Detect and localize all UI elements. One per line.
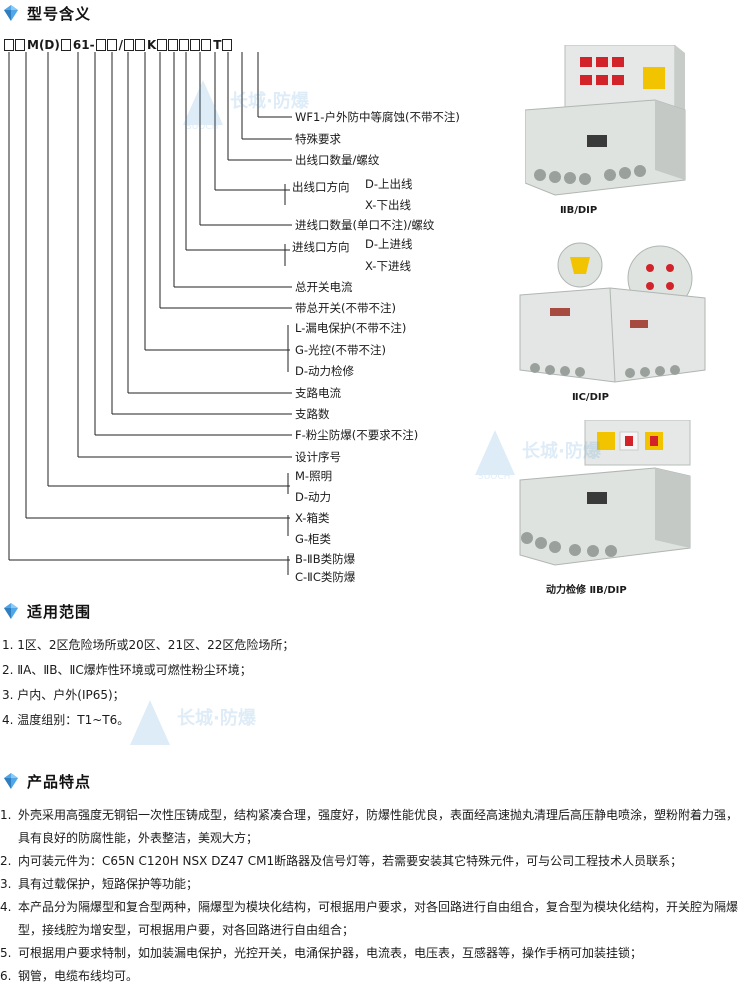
feature-number: 6. xyxy=(0,969,12,983)
model-code-box xyxy=(179,39,190,51)
watermark-latin: SUOCH xyxy=(478,472,510,480)
model-label: 支路电流 xyxy=(295,386,341,400)
feature-number: 1. xyxy=(0,808,12,822)
model-code: M(D) 61- / K T xyxy=(4,38,233,52)
model-code-box xyxy=(134,39,145,51)
model-label: C-ⅡC类防爆 xyxy=(295,570,356,584)
model-code-box xyxy=(157,39,168,51)
section-title: 适用范围 xyxy=(27,602,92,621)
model-label: WF1-户外防中等腐蚀(不带不注) xyxy=(295,110,460,124)
feature-text: 外壳采用高强度无铜铝一次性压铸成型，结构紧凑合理，强度好，防爆性能优良，表面经高… xyxy=(18,808,739,845)
feature-text: 内可装元件为：C65N C120H NSX DZ47 CM1断路器及信号灯等，若… xyxy=(18,854,683,868)
model-label: D-动力检修 xyxy=(295,364,355,378)
scope-item: 3. 户内、户外(IP65)； xyxy=(2,688,125,702)
model-label: L-漏电保护(不带不注) xyxy=(295,321,407,335)
feature-number: 5. xyxy=(0,946,12,960)
model-code-text: / xyxy=(118,38,123,52)
section-header-model: 型号含义 xyxy=(0,0,91,26)
feature-number: 4. xyxy=(0,900,12,914)
feature-item: 4. 本产品分为隔爆型和复合型两种，隔爆型为模块化结构，可根据用户要求，对各回路进… xyxy=(0,896,745,942)
scope-item: 2. ⅡA、ⅡB、ⅡC爆炸性环境或可燃性粉尘环境； xyxy=(2,663,252,677)
model-label: F-粉尘防爆(不要求不注) xyxy=(295,428,419,442)
caption-iic: ⅡC/DIP xyxy=(572,392,609,403)
diamond-icon xyxy=(4,773,18,789)
model-label: 进线口数量(单口不注)/螺纹 xyxy=(295,218,435,232)
model-code-text: M(D) xyxy=(27,38,60,52)
scope-item: 4. 温度组别：T1~T6。 xyxy=(2,713,130,727)
diamond-icon xyxy=(4,5,18,21)
diamond-icon xyxy=(4,603,18,619)
model-connector-lines xyxy=(8,52,292,575)
model-label: 特殊要求 xyxy=(295,132,341,146)
model-code-box xyxy=(60,39,71,51)
scope-item: 1. 1区、2区危险场所或20区、21区、22区危险场所； xyxy=(2,638,295,652)
feature-item: 6. 钢管，电缆布线均可。 xyxy=(0,965,745,988)
product-photo-maintenance xyxy=(519,420,691,566)
model-code-box xyxy=(190,39,201,51)
feature-item: 1. 外壳采用高强度无铜铝一次性压铸成型，结构紧凑合理，强度好，防爆性能优良，表面… xyxy=(0,804,745,850)
section-title: 型号含义 xyxy=(27,4,92,23)
model-code-box xyxy=(123,39,134,51)
model-code-box xyxy=(4,39,14,51)
model-code-box xyxy=(222,39,233,51)
model-code-box xyxy=(168,39,179,51)
feature-text: 可根据用户要求特制，如加装漏电保护，光控开关，电涌保护器，电流表，电压表，互感器… xyxy=(18,946,643,960)
model-label: 进线口方向 xyxy=(292,240,350,254)
model-label: 总开关电流 xyxy=(295,280,353,294)
model-label: G-光控(不带不注) xyxy=(295,343,387,357)
model-code-text: 61- xyxy=(72,38,95,52)
model-label: D-上进线 xyxy=(365,237,413,251)
model-label: D-动力 xyxy=(295,490,332,504)
model-label: B-ⅡB类防爆 xyxy=(295,552,356,566)
feature-item: 3. 具有过载保护，短路保护等功能； xyxy=(0,873,745,896)
model-code-box xyxy=(15,39,25,51)
product-photo-iib xyxy=(525,45,686,196)
section-header-scope: 适用范围 xyxy=(0,598,91,624)
model-label: X-箱类 xyxy=(295,511,330,525)
feature-number: 2. xyxy=(0,854,12,868)
model-code-box xyxy=(201,39,212,51)
feature-text: 具有过载保护，短路保护等功能； xyxy=(18,877,199,891)
feature-list: 1. 外壳采用高强度无铜铝一次性压铸成型，结构紧凑合理，强度好，防爆性能优良，表面… xyxy=(0,804,745,988)
product-photo-iic xyxy=(519,242,706,383)
model-code-box xyxy=(95,39,106,51)
section-header-features: 产品特点 xyxy=(0,768,91,794)
model-label: X-下出线 xyxy=(365,198,411,212)
model-code-box xyxy=(106,39,117,51)
feature-item: 2. 内可装元件为：C65N C120H NSX DZ47 CM1断路器及信号灯等… xyxy=(0,850,745,873)
feature-text: 本产品分为隔爆型和复合型两种，隔爆型为模块化结构，可根据用户要求，对各回路进行自… xyxy=(18,900,739,937)
model-code-text: T xyxy=(213,38,222,52)
caption-iib: ⅡB/DIP xyxy=(560,205,598,216)
section-title: 产品特点 xyxy=(27,772,92,791)
model-label: 设计序号 xyxy=(295,450,341,464)
model-label: 出线口方向 xyxy=(292,180,350,194)
model-label: D-上出线 xyxy=(365,177,413,191)
scope-list: 1. 1区、2区危险场所或20区、21区、22区危险场所； 2. ⅡA、ⅡB、ⅡC… xyxy=(0,634,745,734)
feature-item: 5. 可根据用户要求特制，如加装漏电保护，光控开关，电涌保护器，电流表，电压表，互… xyxy=(0,942,745,965)
feature-number: 3. xyxy=(0,877,12,891)
feature-text: 钢管，电缆布线均可。 xyxy=(18,969,139,983)
model-label: 出线口数量/螺纹 xyxy=(295,153,380,167)
model-label: M-照明 xyxy=(295,469,333,483)
model-label: 支路数 xyxy=(295,407,330,421)
model-code-text: K xyxy=(146,38,157,52)
model-label: G-柜类 xyxy=(295,532,332,546)
model-label: 带总开关(不带不注) xyxy=(295,301,396,315)
caption-maintenance: 动力检修 ⅡB/DIP xyxy=(546,585,627,596)
model-label: X-下进线 xyxy=(365,259,411,273)
